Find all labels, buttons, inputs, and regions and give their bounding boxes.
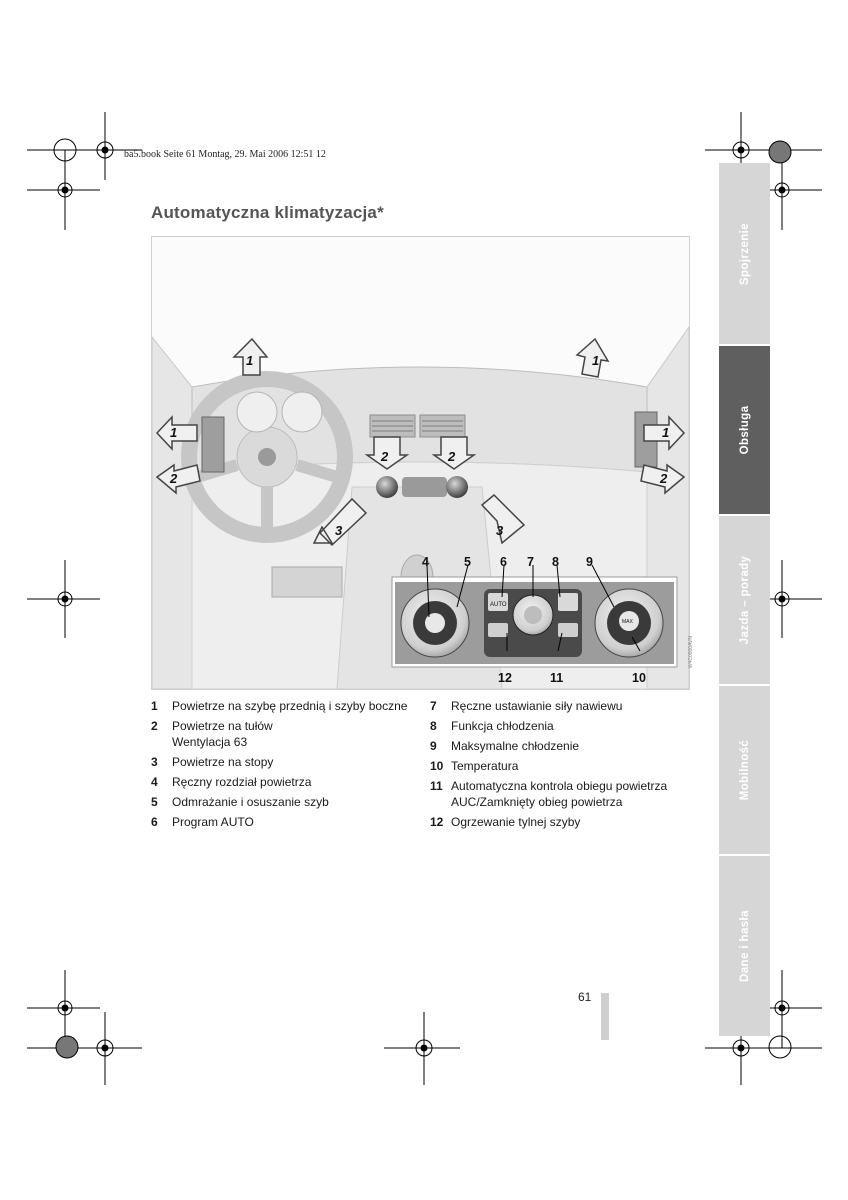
panel-number-9: 9	[586, 555, 593, 569]
tab-dane-i-hasla[interactable]: Dane i hasła	[719, 856, 770, 1036]
callout-2-right-side: 2	[659, 471, 668, 486]
panel-number-7: 7	[527, 555, 534, 569]
callout-1-right-top: 1	[592, 353, 599, 368]
panel-number-6: 6	[500, 555, 507, 569]
panel-number-11: 11	[550, 671, 563, 685]
page-title: Automatyczna klimatyzacja*	[151, 203, 384, 222]
auto-button-label: AUTO	[490, 602, 507, 608]
tab-spojrzenie[interactable]: Spojrzenie	[719, 163, 770, 344]
print-header: ba5.book Seite 61 Montag, 29. Mai 2006 1…	[124, 149, 326, 160]
callout-1-left-top: 1	[246, 353, 253, 368]
max-button-label: MAX	[622, 619, 634, 625]
tab-mobilnosc[interactable]: Mobilność	[719, 686, 770, 854]
callout-2-left-side: 2	[169, 471, 178, 486]
callout-1-left-side: 1	[170, 425, 177, 440]
dashboard-drawing: 1 1 1 1 2 2 2 2 3 3 AUTO MAX	[152, 237, 689, 689]
callout-3-right: 3	[496, 523, 504, 538]
callout-2-center-left: 2	[380, 449, 389, 464]
page-number: 61	[578, 990, 592, 1004]
callout-2-center-right: 2	[447, 449, 456, 464]
tab-jazda-porady[interactable]: Jazda – porady	[719, 516, 770, 684]
figure-code: W4C0000AVN	[688, 636, 694, 669]
panel-number-4: 4	[422, 555, 429, 569]
dashboard-illustration: 1 1 1 1 2 2 2 2 3 3 AUTO MAX	[151, 236, 690, 690]
callout-1-right-side: 1	[662, 425, 669, 440]
panel-number-8: 8	[552, 555, 559, 569]
panel-number-12: 12	[498, 671, 512, 685]
tab-obsluga[interactable]: Obsługa	[719, 346, 770, 514]
panel-number-5: 5	[464, 555, 471, 569]
page-number-bar	[601, 993, 609, 1040]
panel-number-10: 10	[632, 671, 646, 685]
callout-3-left: 3	[335, 523, 343, 538]
